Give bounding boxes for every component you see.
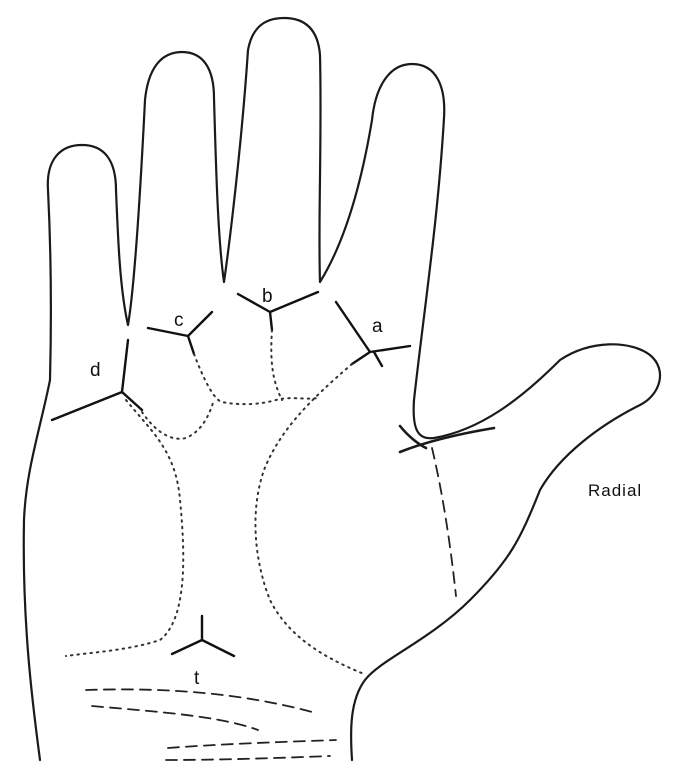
interdigital-region-1	[142, 400, 214, 439]
label-triradius-d: d	[90, 360, 101, 381]
hand-outline	[24, 18, 660, 760]
label-radial-side: Radial	[588, 481, 642, 500]
wrist-line-4	[166, 756, 330, 760]
triradius-b	[238, 292, 318, 330]
label-triradius-t: t	[194, 668, 200, 689]
wrist-line-2	[92, 706, 258, 730]
interdigital-region-3	[271, 330, 282, 400]
wrist-line-3	[168, 740, 336, 748]
thumb-boundary-dashed	[432, 448, 456, 596]
label-triradius-c: c	[174, 310, 184, 331]
label-triradius-b: b	[262, 286, 273, 307]
hypothenar-region-boundary	[66, 400, 183, 656]
triradius-t	[172, 616, 234, 656]
label-triradius-a: a	[372, 316, 383, 337]
interdigital-region-2	[194, 354, 318, 404]
thenar-region-boundary	[255, 364, 364, 674]
